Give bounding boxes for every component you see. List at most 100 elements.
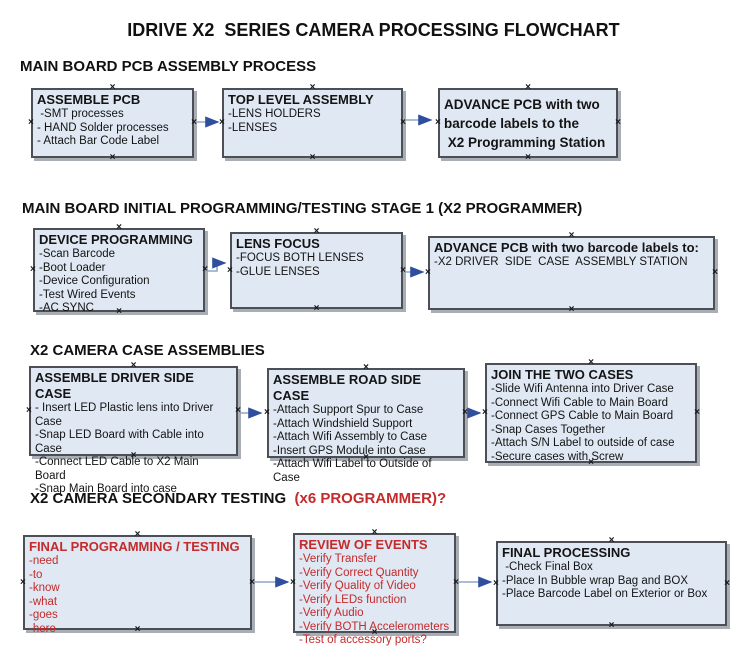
box-item: -Attach Wifi Assembly to Case (273, 431, 428, 443)
box-item: -FOCUS BOTH LENSES (236, 252, 364, 264)
connection-point-icon: × (462, 407, 468, 418)
box-title: DEVICE PROGRAMMING (39, 232, 193, 247)
box-item: -Verify Correct Quantity (299, 566, 419, 579)
box-item: -goes (29, 609, 58, 621)
box-item: -Device Configuration (39, 275, 150, 287)
box-item: -Slide Wifi Antenna into Driver Case (491, 383, 674, 395)
box-items: -LENS HOLDERS-LENSES (228, 108, 397, 135)
box-item: -here (29, 622, 56, 635)
page-title: IDRIVE X2 SERIES CAMERA PROCESSING FLOWC… (127, 20, 620, 40)
connection-point-icon: × (130, 360, 137, 371)
connection-point-icon: × (694, 407, 700, 418)
box-item: -Verify Quality of Video (299, 580, 416, 592)
box-item: -LENSES (228, 121, 278, 134)
box-item: -Place In Bubble wrap Bag and BOX (502, 574, 689, 587)
section-header-text: X2 CAMERA CASE ASSEMBLIES (30, 342, 265, 359)
box-item: -Snap Main Board into case (35, 483, 177, 495)
box-item: -need (29, 555, 59, 567)
box-item: -Place Barcode Label on Exterior or Box (502, 588, 708, 600)
connection-point-icon: × (525, 152, 531, 163)
connection-point-icon: × (482, 407, 488, 418)
box-item: -Test Wired Events (39, 288, 136, 301)
connection-point-icon: × (608, 620, 615, 631)
box-item: - Attach Bar Code Label (37, 135, 160, 147)
section-header-text: X2 CAMERA SECONDARY TESTING (30, 490, 295, 507)
box-item: -Snap LED Board with Cable into Case (35, 429, 207, 455)
connection-point-icon: × (309, 152, 316, 163)
connection-point-icon: × (313, 303, 320, 314)
flow-box-review-of-events: REVIEW OF EVENTS -Verify Transfer-Verify… (290, 528, 459, 647)
box-item: barcode labels to the (444, 116, 580, 131)
box-item: - HAND Solder processes (37, 121, 169, 134)
connection-point-icon: × (724, 577, 730, 589)
section-header-case-assemblies: X2 CAMERA CASE ASSEMBLIES (30, 342, 265, 359)
connection-point-icon: × (309, 82, 316, 93)
connection-point-icon: × (313, 226, 320, 237)
connection-point-icon: × (453, 577, 459, 588)
connection-point-icon: × (435, 117, 441, 128)
box-items: -FOCUS BOTH LENSES-GLUE LENSES (236, 252, 397, 279)
box-item: -Connect Wifi Cable to Main Board (491, 396, 669, 409)
connection-point-icon: × (116, 222, 122, 233)
box-item: -LENS HOLDERS (228, 108, 321, 120)
box-items: -Check Final Box-Place In Bubble wrap Ba… (502, 561, 721, 602)
connection-point-icon: × (134, 529, 141, 540)
box-item: -what (29, 595, 58, 608)
box-items: -need-to-know-what-goes-here (29, 555, 246, 636)
box-item: -Insert GPS Module into Case (273, 444, 426, 457)
connection-point-icon: × (525, 82, 531, 93)
connection-point-icon: × (371, 527, 378, 538)
box-items: -Verify Transfer-Verify Correct Quantity… (299, 553, 450, 648)
box-item: -know (29, 582, 60, 594)
box-item: -Snap Cases Together (491, 423, 606, 436)
connection-point-icon: × (568, 304, 575, 315)
connection-point-icon: × (608, 535, 615, 546)
box-title: ASSEMBLE PCB (37, 92, 141, 107)
box-item: X2 Programming Station (444, 135, 606, 150)
section-header-initial-programming: MAIN BOARD INITIAL PROGRAMMING/TESTING S… (22, 200, 582, 217)
box-item: -X2 DRIVER SIDE CASE ASSEMBLY STATION (434, 256, 688, 268)
box-title: TOP LEVEL ASSEMBLY (228, 92, 374, 107)
section-header-text: MAIN BOARD INITIAL PROGRAMMING/TESTING S… (22, 200, 583, 217)
connection-point-icon: × (568, 230, 575, 241)
box-item: ADVANCE PCB with two (444, 97, 600, 112)
box-item: -GLUE LENSES (236, 265, 320, 278)
box-items: -Slide Wifi Antenna into Driver Case-Con… (491, 383, 691, 464)
connection-point-icon: × (400, 264, 406, 276)
connection-point-icon: × (28, 117, 34, 128)
flow-arrow (205, 257, 227, 272)
connection-point-icon: × (191, 117, 197, 128)
section-header-text: MAIN BOARD PCB ASSEMBLY PROCESS (20, 58, 317, 75)
box-item: -Connect LED Cable to X2 Main Board (35, 456, 202, 482)
connection-point-icon: × (249, 576, 255, 588)
flow-box-device-programming: DEVICE PROGRAMMING -Scan Barcode-Boot Lo… (30, 223, 208, 317)
flow-box-final-processing: FINAL PROCESSING -Check Final Box-Place … (493, 536, 730, 631)
box-item: - Insert LED Plastic lens into Driver Ca… (35, 402, 217, 428)
connection-point-icon: × (712, 267, 718, 278)
connection-point-icon: × (227, 264, 233, 276)
connection-point-icon: × (20, 576, 26, 588)
box-item: -Boot Loader (39, 261, 106, 274)
section-header-pcb-assembly: MAIN BOARD PCB ASSEMBLY PROCESS (20, 58, 316, 75)
connection-point-icon: × (109, 152, 116, 163)
box-item: -to (29, 568, 43, 581)
box-items: -Scan Barcode-Boot Loader-Device Configu… (39, 248, 199, 316)
connection-point-icon: × (363, 362, 369, 373)
flow-box-assemble-pcb: ASSEMBLE PCB -SMT processes- HAND Solder… (28, 83, 197, 163)
box-title: ADVANCE PCB with two barcode labels to: (434, 240, 699, 255)
section-header-secondary-testing: X2 CAMERA SECONDARY TESTING (x6 PROGRAMM… (30, 490, 446, 507)
flow-box-assemble-driver-side-case: ASSEMBLE DRIVER SIDE CASE - Insert LED P… (26, 361, 241, 496)
connection-point-icon: × (290, 577, 296, 588)
box-item: -Check Final Box (502, 561, 593, 573)
box-item: -Test of accessory ports? (299, 634, 427, 646)
box-item: -Scan Barcode (39, 248, 116, 260)
connection-point-icon: × (493, 577, 499, 589)
box-title: ASSEMBLE DRIVER SIDE CASE (35, 370, 198, 401)
box-item: -Verify Audio (299, 607, 364, 619)
box-items: -Attach Support Spur to Case-Attach Wind… (273, 404, 459, 485)
box-item: -Attach Support Spur to Case (273, 404, 424, 416)
connection-point-icon: × (109, 82, 116, 93)
box-item: -Attach Windshield Support (273, 417, 413, 430)
connection-point-icon: × (425, 267, 431, 278)
